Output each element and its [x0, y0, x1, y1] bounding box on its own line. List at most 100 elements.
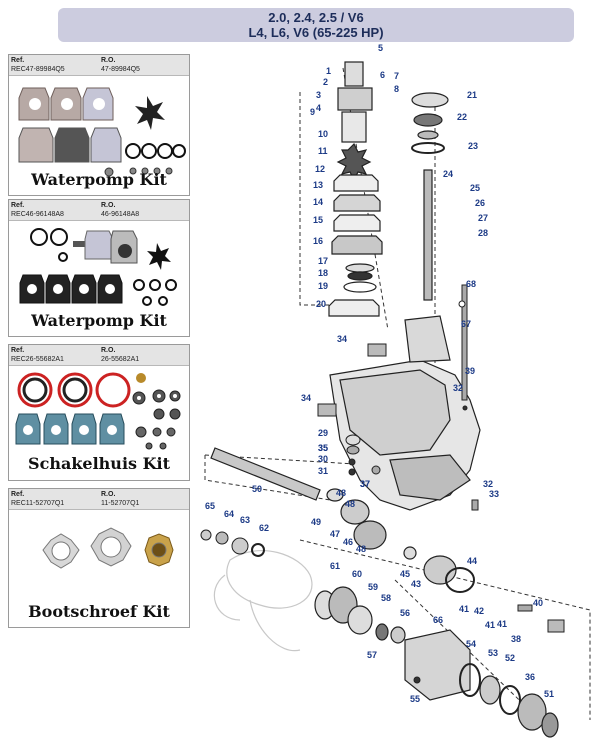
ro-value: 46-96148A8	[101, 211, 140, 218]
kit-ref-bar: Ref.REC26-55682A1 R.O.26-55682A1	[9, 345, 189, 366]
part-number-label: 60	[352, 569, 362, 579]
part-number-label: 67	[461, 319, 471, 329]
part-number-label: 53	[488, 648, 498, 658]
part-number-label: 17	[318, 256, 328, 266]
ro-label: R.O.	[101, 347, 116, 354]
part-number-label: 22	[457, 112, 467, 122]
part-number-label: 29	[318, 428, 328, 438]
part-number-label: 26	[475, 198, 485, 208]
part-number-label: 6	[380, 70, 385, 80]
part-number-label: 54	[466, 639, 476, 649]
kit-card-waterpomp-2[interactable]: Ref. REC46-96148A8 R.O. 46-96148A8 Waterpo…	[8, 199, 190, 337]
ref-label: Ref.	[11, 57, 25, 64]
part-number-label: 43	[411, 579, 421, 589]
part-number-label: 58	[381, 593, 391, 603]
part-number-label: 49	[311, 517, 321, 527]
part-number-label: 18	[318, 268, 328, 278]
part-number-label: 50	[252, 484, 262, 494]
gearcase-housing	[329, 315, 481, 511]
part-number-label: 57	[367, 650, 377, 660]
part-number-label: 14	[313, 197, 323, 207]
part-number-label: 9	[310, 107, 315, 117]
part-number-label: 41	[459, 604, 469, 614]
part-number-label: 48	[345, 499, 355, 509]
header-line-1: 2.0, 2.4, 2.5 / V6	[268, 10, 364, 25]
part-number-label: 37	[360, 479, 370, 489]
part-number-label: 41	[485, 620, 495, 630]
ro-label: R.O.	[101, 202, 116, 209]
part-number-label: 59	[368, 582, 378, 592]
ro-label: R.O.	[101, 57, 116, 64]
kit-photo: Waterpomp Kit	[9, 221, 189, 340]
part-number-label: 42	[474, 606, 484, 616]
water-pump-stack	[328, 61, 383, 317]
part-number-label: 61	[330, 561, 340, 571]
part-number-label: 39	[465, 366, 475, 376]
part-number-label: 64	[224, 509, 234, 519]
ref-value: REC11-52707Q1	[11, 500, 65, 507]
part-number-label: 45	[400, 569, 410, 579]
kit-card-waterpomp-1[interactable]: Ref. REC47-89984Q5 R.O. 47-89984Q5 Waterpo…	[8, 54, 190, 196]
part-number-label: 36	[525, 672, 535, 682]
part-number-label: 34	[301, 393, 311, 403]
part-number-label: 65	[205, 501, 215, 511]
part-number-label: 23	[468, 141, 478, 151]
part-number-label: 28	[478, 228, 488, 238]
part-number-label: 15	[313, 215, 323, 225]
part-number-label: 48	[356, 544, 366, 554]
part-number-label: 25	[470, 183, 480, 193]
part-number-label: 16	[313, 236, 323, 246]
ref-value: REC26-55682A1	[11, 356, 64, 363]
ro-label: R.O.	[101, 491, 116, 498]
small-parts	[200, 343, 565, 684]
ro-value: 26-55682A1	[101, 356, 140, 363]
part-number-label: 46	[343, 537, 353, 547]
part-number-label: 44	[467, 556, 477, 566]
part-number-label: 32	[483, 479, 493, 489]
part-number-label: 40	[533, 598, 543, 608]
part-number-label: 11	[318, 146, 328, 156]
ref-value: REC46-96148A8	[11, 211, 64, 218]
part-number-label: 66	[433, 615, 443, 625]
part-number-label: 55	[410, 694, 420, 704]
kit-ref-bar: Ref. REC47-89984Q5 R.O. 47-89984Q5	[9, 55, 189, 76]
part-number-label: 41	[497, 619, 507, 629]
kit-ref-bar: Ref. REC46-96148A8 R.O. 46-96148A8	[9, 200, 189, 221]
part-number-label: 35	[318, 443, 328, 453]
kit-photo: Bootschroef Kit	[9, 510, 189, 631]
ref-label: Ref.	[11, 202, 25, 209]
part-number-label: 5	[378, 43, 383, 53]
part-number-label: 27	[478, 213, 488, 223]
part-number-label: 48	[336, 488, 346, 498]
shift-shaft	[458, 284, 468, 401]
part-number-label: 13	[313, 180, 323, 190]
part-number-label: 32	[453, 383, 463, 393]
kit-photo: Schakelhuis Kit	[9, 366, 189, 484]
diagram-header: 2.0, 2.4, 2.5 / V6 L4, L6, V6 (65-225 HP…	[58, 8, 574, 42]
ro-value: 47-89984Q5	[101, 66, 140, 73]
header-line-2: L4, L6, V6 (65-225 HP)	[248, 25, 384, 40]
part-number-label: 38	[511, 634, 521, 644]
part-number-label: 37	[360, 479, 370, 489]
ro-value: 11-52707Q1	[101, 500, 140, 507]
part-number-label: 68	[466, 279, 476, 289]
part-number-label: 19	[318, 281, 328, 291]
part-number-label: 7	[394, 71, 399, 81]
kit-ref-bar: Ref.REC11-52707Q1 R.O.11-52707Q1	[9, 489, 189, 510]
part-number-label: 2	[323, 77, 328, 87]
kit-title: Waterpomp Kit	[31, 170, 167, 189]
part-number-label: 12	[315, 164, 325, 174]
part-number-label: 1	[326, 66, 331, 76]
part-number-label: 34	[337, 334, 347, 344]
part-number-label: 47	[330, 529, 340, 539]
kit-card-bootschroef[interactable]: Ref.REC11-52707Q1 R.O.11-52707Q1 Bootsch…	[8, 488, 190, 628]
kit-card-schakelhuis[interactable]: Ref.REC26-55682A1 R.O.26-55682A1 Schakel…	[8, 344, 190, 481]
part-number-label: 33	[489, 489, 499, 499]
part-number-label: 31	[318, 466, 328, 476]
part-number-label: 24	[443, 169, 453, 179]
ref-value: REC47-89984Q5	[11, 66, 65, 73]
part-number-label: 52	[505, 653, 515, 663]
part-number-label: 35	[318, 443, 328, 453]
